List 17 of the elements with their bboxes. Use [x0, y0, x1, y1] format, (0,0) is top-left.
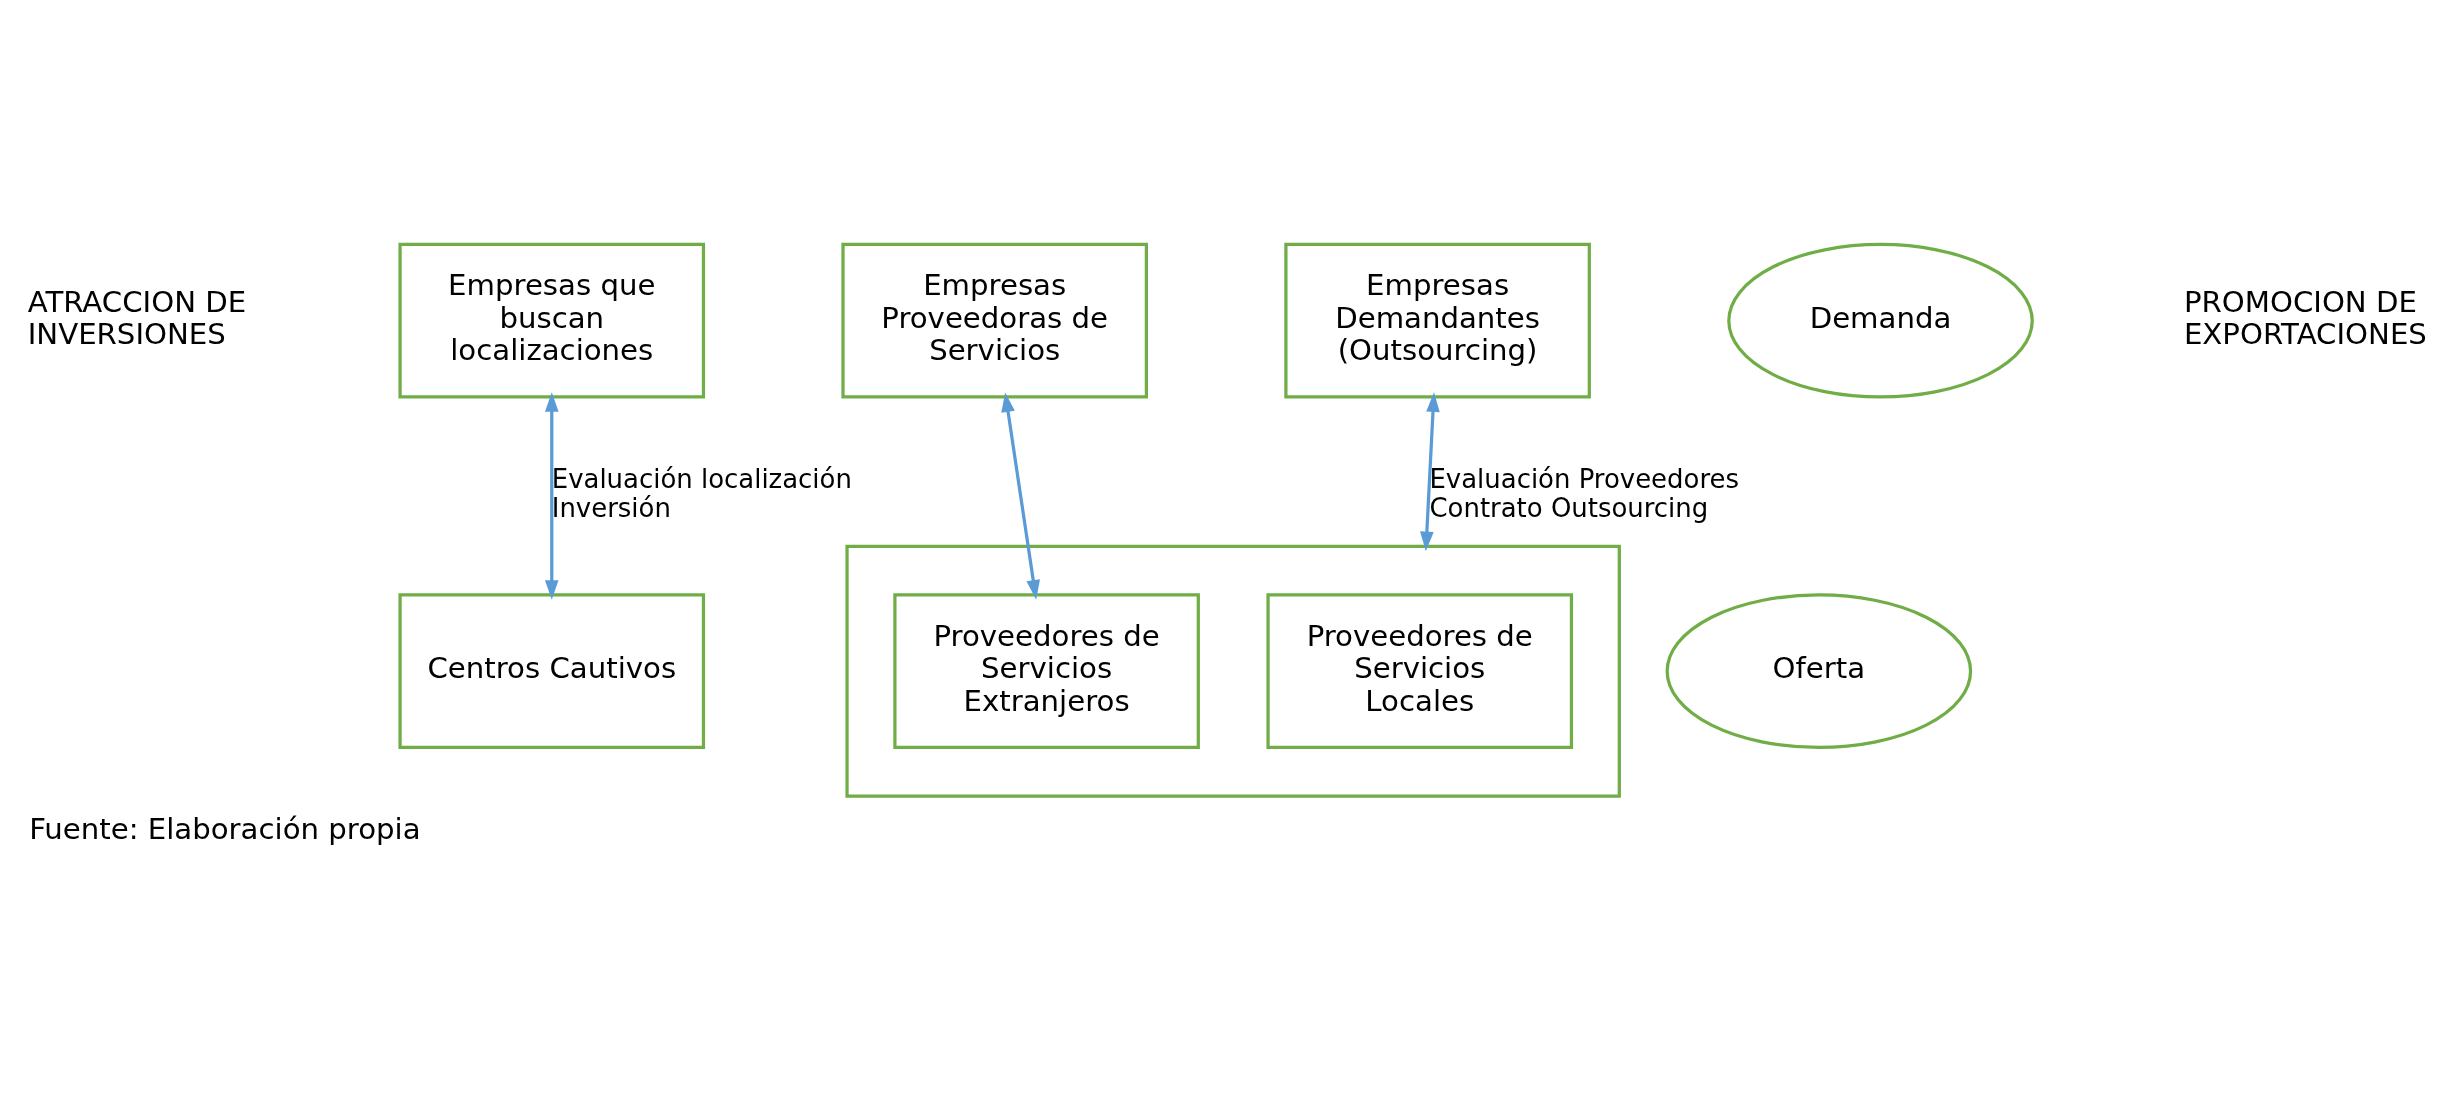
- node-box: Proveedores de Servicios Extranjeros: [893, 592, 1200, 749]
- arrow: [1420, 391, 1440, 551]
- node-ellipse: Demanda: [1727, 242, 2034, 399]
- label: PROMOCION DE EXPORTACIONES: [2183, 284, 2427, 351]
- edge-label: Evaluación localización Inversión: [551, 463, 852, 523]
- node-box: Empresas que buscan localizaciones: [398, 242, 706, 399]
- node-box: Proveedores de Servicios Locales: [1266, 592, 1574, 749]
- caption: Fuente: Elaboración propia: [29, 811, 421, 846]
- node-box: Empresas Proveedoras de Servicios: [841, 242, 1148, 399]
- node-box: Centros Cautivos: [398, 592, 706, 749]
- node-ellipse: Oferta: [1665, 592, 1973, 749]
- edge-label: Evaluación Proveedores Contrato Outsourcing: [1429, 463, 1739, 523]
- arrow: [1001, 391, 1040, 600]
- arrow: [544, 391, 559, 600]
- label: ATRACCION DE INVERSIONES: [27, 284, 247, 351]
- cluster: [845, 544, 1621, 798]
- node-box: Empresas Demandantes (Outsourcing): [1284, 242, 1591, 399]
